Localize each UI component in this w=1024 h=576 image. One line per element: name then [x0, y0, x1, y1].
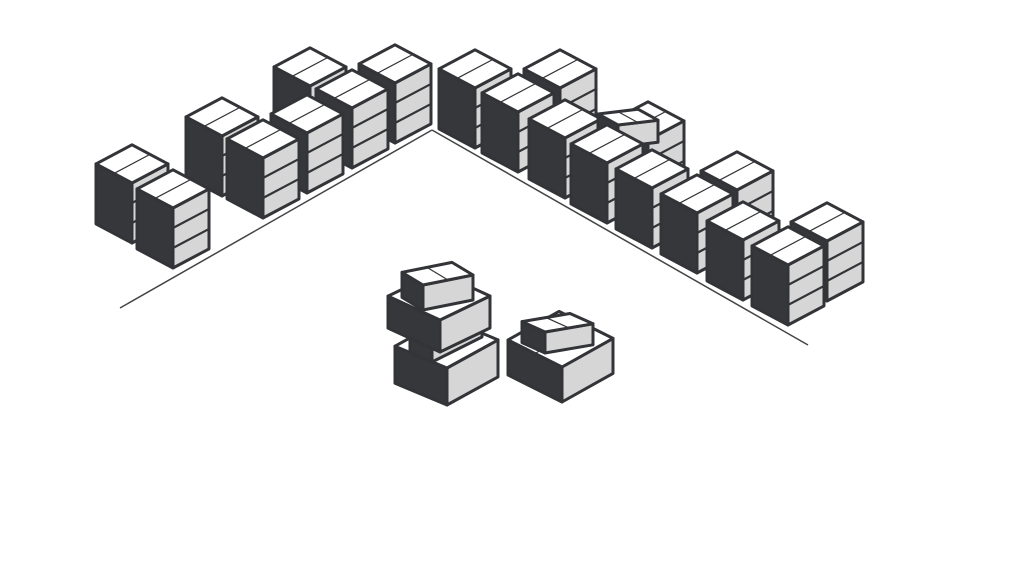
- box-divider-line: [262, 157, 300, 179]
- pile-right-top-box: [520, 312, 595, 355]
- box-divider-line: [826, 240, 864, 262]
- box-tape-line: [545, 317, 570, 329]
- box-tape-line: [426, 266, 449, 281]
- box-tape-line: [541, 58, 579, 79]
- pile-left-top-box: [400, 260, 475, 312]
- floor-line-right: [431, 129, 809, 346]
- pallet-stack: [135, 168, 211, 270]
- box-tape-line: [724, 210, 762, 231]
- box-divider-line: [787, 284, 825, 306]
- box-divider-line: [172, 227, 210, 249]
- box-divider-line: [394, 82, 432, 104]
- box-tape-line: [113, 153, 151, 174]
- box-divider-line: [306, 152, 344, 174]
- box-tape-line: [499, 82, 537, 103]
- box-divider-line: [306, 132, 344, 154]
- box-tape-line: [808, 211, 846, 232]
- box-stacks: [94, 43, 865, 407]
- floor-line-left: [119, 129, 433, 309]
- box-tape-line: [203, 106, 241, 127]
- box-divider-line: [172, 207, 210, 229]
- box-tape-line: [546, 108, 584, 129]
- box-tape-line: [769, 235, 807, 256]
- pallet-stack: [480, 72, 556, 174]
- box-tape-line: [617, 111, 639, 124]
- box-tape-line: [633, 158, 671, 179]
- box-divider-line: [351, 107, 389, 129]
- box-tape-line: [376, 53, 414, 74]
- box-divider-line: [394, 102, 432, 124]
- box-divider-line: [262, 177, 300, 199]
- box-tape-line: [588, 133, 626, 154]
- box-divider-line: [826, 260, 864, 282]
- box-tape-line: [291, 56, 329, 77]
- box-divider-line: [351, 127, 389, 149]
- pallet-stack: [225, 118, 301, 220]
- pallet-stack: [750, 225, 826, 327]
- box-tape-line: [154, 178, 192, 199]
- pallet-stack: [659, 173, 735, 275]
- box-tape-line: [678, 183, 716, 204]
- box-tape-line: [456, 58, 494, 79]
- box-tape-line: [244, 128, 282, 149]
- box-tape-line: [718, 160, 756, 181]
- floor-lines: [119, 129, 809, 346]
- box-divider-line: [787, 264, 825, 286]
- box-tape-line: [288, 103, 326, 124]
- box-tape-line: [333, 78, 371, 99]
